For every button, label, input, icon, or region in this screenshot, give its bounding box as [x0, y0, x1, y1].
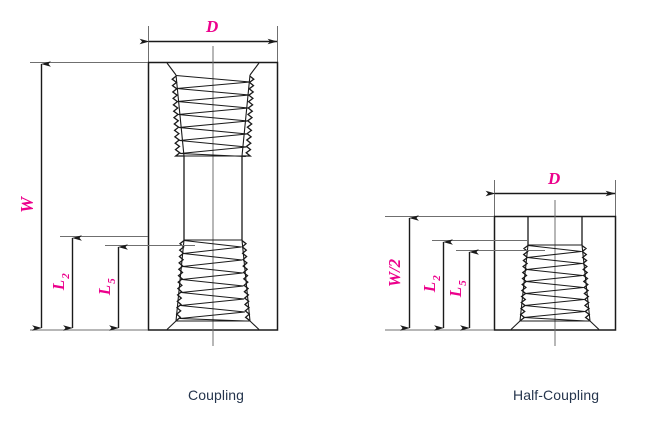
thread-chamfer-lower-right: [249, 320, 260, 330]
dimension-label-l5b-group: L 5: [446, 280, 469, 298]
dimension-W2-half-coupling: W/2: [385, 215, 494, 331]
coupling-drawing: D: [17, 17, 279, 346]
thread-chamfer-half-right: [589, 320, 600, 330]
thread-crest-lines-half: [523, 244, 586, 322]
thread-chamfer-upper-left: [166, 62, 177, 76]
dimension-label-l2-sub: 2: [60, 273, 72, 280]
thread-teeth-lower-right: [241, 239, 251, 322]
thread-teeth-lower-left: [175, 239, 185, 322]
thread-teeth-upper-right: [242, 75, 255, 157]
thread-crest-lines-upper: [175, 74, 251, 158]
dimension-W-coupling: W: [17, 61, 148, 331]
dimension-label-l5-group: L 5: [95, 278, 118, 296]
thread-teeth-half-left: [519, 244, 529, 322]
coupling-bore: [183, 156, 243, 240]
dimension-label-l2b-group: L 2: [420, 275, 443, 293]
dimension-L5-half-coupling: L 5: [446, 249, 545, 331]
dimension-L2-half-coupling: L 2: [420, 239, 528, 331]
coupling-upper-thread: [166, 62, 260, 158]
dimension-L5-coupling: L 5: [95, 244, 195, 331]
dimension-label-d-coupling: D: [205, 17, 218, 36]
half-coupling-drawing: D: [385, 169, 617, 346]
thread-teeth-upper-left: [171, 75, 184, 157]
dimension-label-l2b-main: L: [420, 282, 439, 293]
caption-coupling: Coupling: [188, 387, 245, 403]
dimension-label-w2: W/2: [385, 258, 404, 287]
dimension-label-w: W: [17, 195, 37, 213]
thread-teeth-half-right: [581, 244, 591, 322]
dimension-label-l5b-main: L: [446, 287, 465, 298]
dimension-D-half-coupling: D: [485, 169, 616, 216]
thread-chamfer-lower-left: [166, 320, 177, 330]
half-coupling-thread: [510, 244, 600, 330]
dimension-label-l5-sub: 5: [106, 278, 118, 284]
dimension-label-d-half-coupling: D: [547, 169, 560, 188]
dimension-label-l5b-sub: 5: [457, 280, 469, 286]
thread-crest-lines-lower: [179, 239, 246, 322]
dimension-D-coupling: D: [139, 17, 278, 62]
dimension-label-l5-main: L: [95, 285, 114, 296]
caption-half-coupling: Half-Coupling: [513, 387, 600, 403]
thread-chamfer-upper-right: [249, 62, 260, 76]
dimension-label-l2b-sub: 2: [431, 275, 443, 282]
dimension-L2-coupling: L 2: [49, 235, 148, 331]
dimension-label-l2-group: L 2: [49, 273, 72, 291]
coupling-lower-thread: [166, 239, 260, 330]
dimension-label-l2-main: L: [49, 280, 68, 291]
thread-chamfer-half-left: [510, 320, 521, 330]
